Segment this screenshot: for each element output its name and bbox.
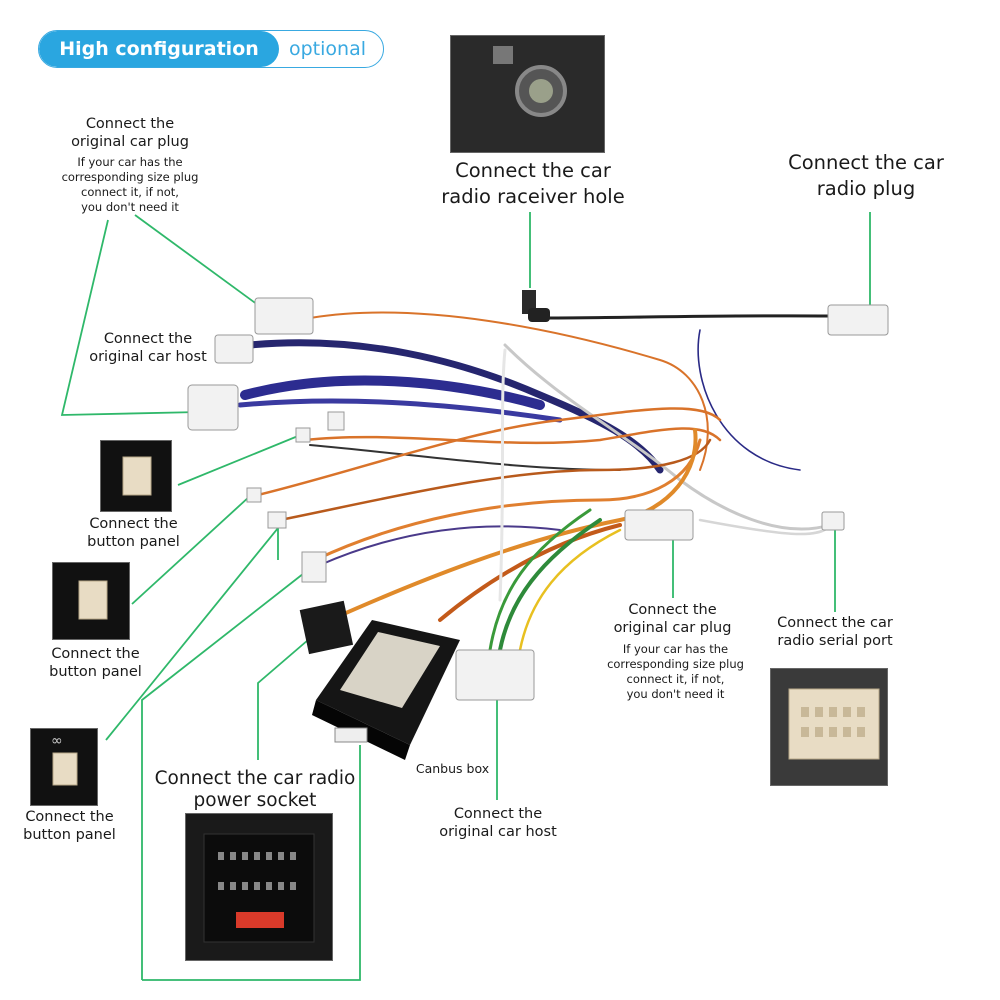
leader-button-panel-1 — [177, 435, 299, 486]
button-panel-photo-2 — [52, 562, 130, 640]
leader-button-panel-3 — [105, 525, 279, 741]
note-orig-plug-mid: If your car has the corresponding size p… — [607, 642, 744, 701]
leader-canbus-bottom — [142, 745, 361, 981]
leader-orig-plug-top — [134, 214, 259, 306]
high-configuration-label: High configuration — [39, 31, 279, 67]
note-orig-plug-top: If your car has the corresponding size p… — [61, 155, 199, 214]
label-orig-plug-mid: Connect the original car plug — [613, 602, 732, 637]
label-button-panel-3: Connect the button panel — [23, 809, 116, 844]
leader-canbus-box — [141, 569, 309, 980]
orig-host-top-connector — [214, 334, 254, 364]
svg-text:∞: ∞ — [51, 733, 63, 749]
host-connector-large — [187, 384, 239, 431]
connectors — [187, 297, 889, 701]
orig-host-bottom-connector — [455, 649, 535, 701]
label-receiver-hole: Connect the car radio raceiver hole — [441, 159, 625, 209]
leader-power-socket — [257, 639, 309, 760]
radio-plug-connector — [827, 304, 889, 336]
label-power-socket: Connect the car radio power socket — [154, 768, 356, 812]
label-orig-plug-top: Connect the original car plug — [71, 116, 189, 151]
button-panel-photo-1 — [100, 440, 172, 512]
label-canbus-box: Canbus box — [415, 761, 490, 776]
config-badge: High configuration optional — [38, 30, 384, 68]
antenna-plug — [522, 290, 550, 322]
label-orig-host-bottom: Connect the original car host — [439, 806, 557, 841]
label-button-panel-1: Connect the button panel — [87, 516, 180, 551]
label-radio-plug: Connect the car radio plug — [788, 151, 944, 201]
button-plug-4 — [301, 551, 327, 583]
canbus-box — [312, 620, 460, 760]
label-orig-host-top: Connect the original car host — [89, 331, 207, 366]
label-button-panel-2: Connect the button panel — [49, 646, 142, 681]
orig-plug-mid-connector — [624, 509, 694, 541]
button-plug-2 — [246, 487, 262, 503]
serial-port-photo — [770, 668, 888, 786]
orig-plug-top-connector — [254, 297, 314, 335]
button-plug-1 — [295, 427, 311, 443]
label-serial-port: Connect the car radio serial port — [777, 615, 893, 650]
wires — [237, 311, 832, 652]
serial-port-connector — [821, 511, 845, 531]
leader-orig-plug-bracket — [60, 219, 201, 416]
power-socket-plug — [299, 600, 354, 655]
power-socket-photo — [185, 813, 333, 961]
receiver-hole-photo — [450, 35, 605, 153]
leader-lines — [60, 212, 871, 981]
leader-button-panel-2 — [131, 495, 251, 605]
small-plug — [327, 411, 345, 431]
button-plug-3 — [267, 511, 287, 529]
optional-label: optional — [289, 38, 367, 60]
button-panel-photo-3: ∞ — [30, 728, 98, 806]
